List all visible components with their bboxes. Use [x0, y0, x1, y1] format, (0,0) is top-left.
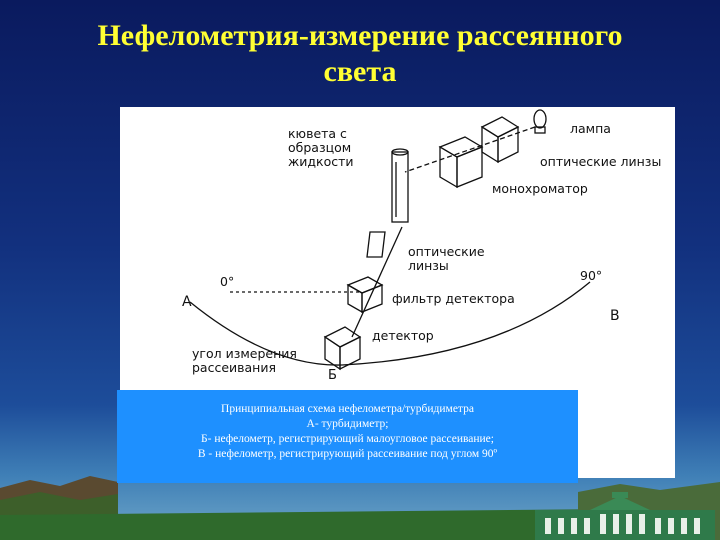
lens-block-top-icon: [480, 116, 520, 164]
lens-mid-icon: [366, 231, 386, 258]
detector-filter-label: фильтр детектора: [392, 291, 515, 306]
caption-line-2: А- турбидиметр;: [306, 418, 389, 430]
scatter-angle-line2: рассеивания: [192, 360, 276, 375]
slide-title: Нефелометрия-измерение рассеянного света: [0, 18, 720, 90]
title-line-1: Нефелометрия-измерение рассеянного: [97, 19, 623, 52]
title-line-2: света: [323, 55, 397, 88]
optical-lenses-top-label: оптические линзы: [540, 154, 662, 169]
angle-zero-label: 0°: [220, 274, 235, 289]
point-v-label: В: [610, 308, 620, 324]
cuvette-label-line2: образцом: [288, 140, 352, 155]
caption-line-1: Принципиальная схема нефелометра/турбиди…: [221, 403, 474, 415]
caption-line-4: В - нефелометр, регистрирующий рассеиван…: [197, 448, 498, 460]
angle-ninety-label: 90°: [580, 268, 603, 283]
lamp-icon: [533, 109, 547, 134]
cuvette-icon: [391, 148, 409, 223]
optical-lenses-mid-label: оптические линзы: [408, 245, 485, 273]
nephelometer-diagram: [189, 109, 591, 371]
building-decoration: [535, 492, 715, 540]
optical-lenses-mid-line1: оптические: [408, 244, 485, 259]
cuvette-label: кювета с образцом жидкости: [288, 127, 354, 169]
optical-lenses-mid-line2: линзы: [408, 258, 449, 273]
scatter-angle-label: угол измерения рассеивания: [192, 347, 297, 375]
caption-line-3: Б- нефелометр, регистрирующий малоуглово…: [201, 433, 494, 445]
monochromator-icon: [438, 136, 484, 189]
scatter-angle-line1: угол измерения: [192, 346, 297, 361]
cuvette-label-line1: кювета с: [288, 126, 347, 141]
point-a-label: А: [182, 294, 192, 310]
detector-label: детектор: [372, 328, 434, 343]
diagram-caption: Принципиальная схема нефелометра/турбиди…: [117, 390, 578, 483]
detector-filter-icon: [346, 276, 384, 314]
detector-icon: [323, 326, 362, 371]
point-b-label: Б: [328, 368, 337, 383]
beam-line: [404, 126, 536, 173]
monochromator-label: монохроматор: [492, 181, 588, 196]
scatter-arc: [189, 281, 591, 366]
lamp-label: лампа: [570, 121, 611, 136]
cuvette-label-line3: жидкости: [288, 154, 354, 169]
